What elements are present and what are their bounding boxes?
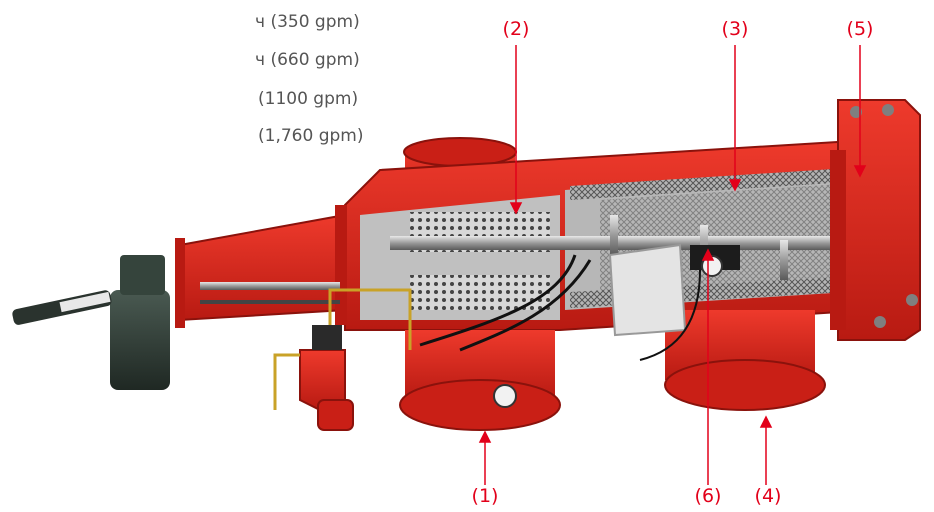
callout-label-6: (6)	[694, 485, 722, 507]
end-cover	[830, 99, 921, 341]
callout-label-2: (2)	[502, 18, 530, 40]
electric-motor	[12, 255, 170, 390]
callout-label-3: (3)	[721, 18, 749, 40]
callout-label-4: (4)	[754, 485, 782, 507]
differential-pressure-gauge-icon	[701, 255, 723, 277]
fine-screen	[570, 166, 880, 200]
callout-label-5: (5)	[846, 18, 874, 40]
controller-box	[419, 243, 740, 361]
suction-scanner-shaft	[390, 236, 900, 250]
hydraulic-control-valve	[273, 288, 412, 431]
flow-rate-item: (1,760 gpm)	[258, 126, 364, 146]
flow-rate-item: ч (350 gpm)	[255, 12, 360, 32]
flow-rate-item: ч (660 gpm)	[255, 50, 360, 70]
actuator-cylinder	[175, 205, 347, 328]
flow-rate-item: (1100 gpm)	[258, 89, 359, 109]
callout-arrows	[478, 45, 867, 485]
drive-shaft	[200, 282, 340, 290]
pressure-gauge-icon	[493, 384, 517, 408]
callout-label-1: (1)	[471, 485, 499, 507]
